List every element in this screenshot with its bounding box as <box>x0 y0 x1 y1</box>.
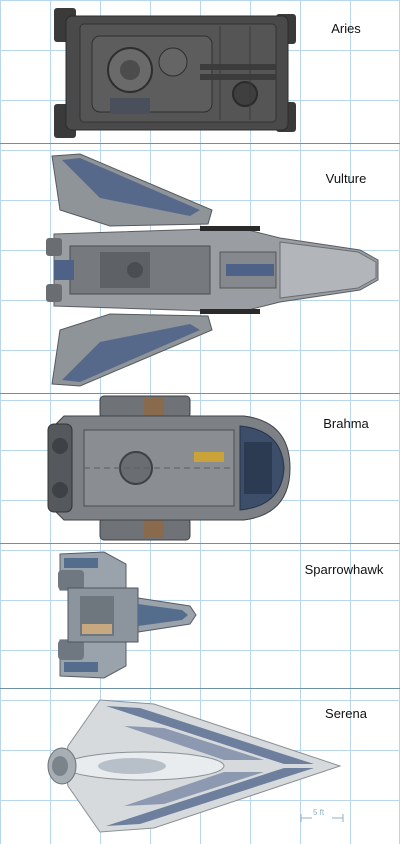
vulture-ship-icon <box>46 153 379 387</box>
scale-bar-icon <box>300 814 344 822</box>
section-divider <box>0 543 400 544</box>
ship-name-aries: Aries <box>331 21 361 36</box>
ship-name-serena: Serena <box>325 706 367 721</box>
scale-label: 5 ft <box>313 808 325 817</box>
aries-ship-icon <box>54 8 296 138</box>
ship-name-sparrowhawk: Sparrowhawk <box>304 562 384 577</box>
serena-ship-icon <box>47 699 342 833</box>
section-divider <box>0 688 400 689</box>
brahma-ship-icon <box>47 395 291 541</box>
sparrowhawk-ship-icon <box>58 551 197 679</box>
section-divider <box>0 143 400 144</box>
ship-name-brahma: Brahma <box>323 416 369 431</box>
section-divider <box>0 393 400 394</box>
ship-name-vulture: Vulture <box>325 171 367 186</box>
